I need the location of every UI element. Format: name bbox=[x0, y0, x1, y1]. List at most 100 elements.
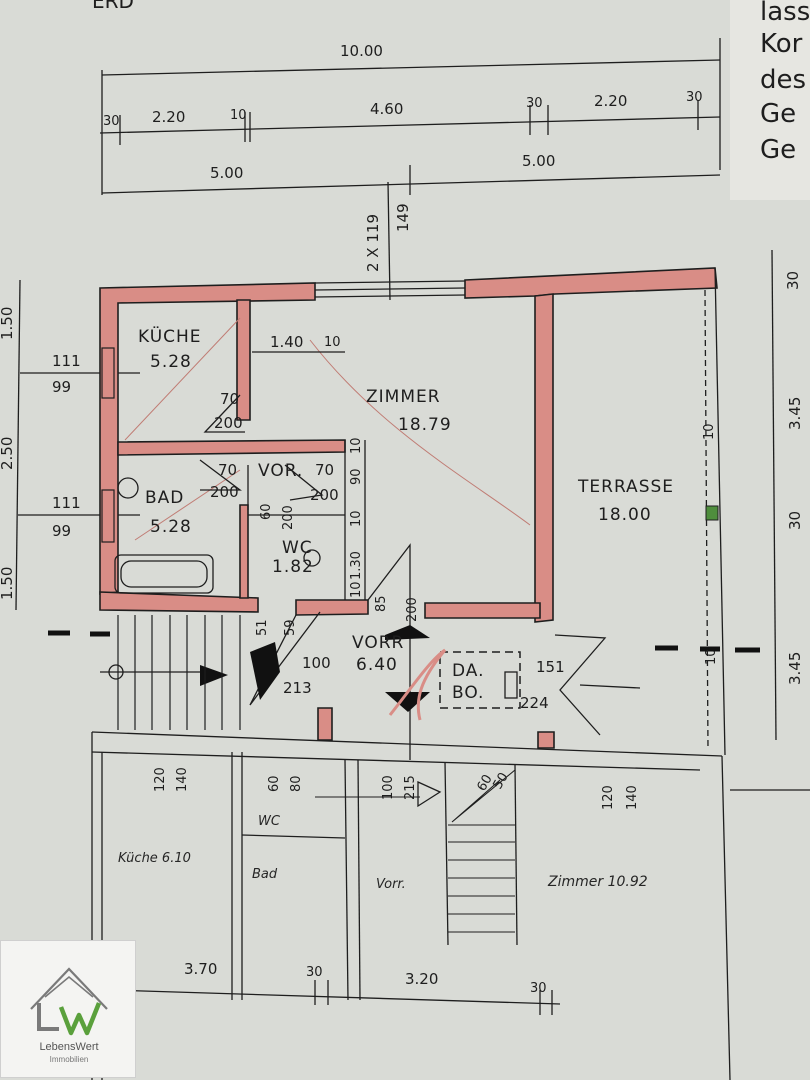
lower-dim: 120 bbox=[601, 785, 616, 810]
left-edge-dim: 2.50 bbox=[0, 437, 16, 470]
bottom-dim: 30 bbox=[530, 981, 547, 996]
side-line: des bbox=[760, 65, 806, 95]
lower-dim: 80 bbox=[289, 775, 304, 792]
dim-seg: 30 bbox=[526, 96, 543, 111]
dim-seg: 2.20 bbox=[594, 92, 627, 110]
dim-right-col: 1.30 bbox=[349, 551, 364, 580]
lower-dim: 60 bbox=[267, 775, 282, 792]
left-edge-dim: 1.50 bbox=[0, 567, 16, 600]
side-line: Ge bbox=[760, 99, 796, 129]
pencil-marks bbox=[124, 317, 531, 541]
header-top-left: ERD bbox=[92, 0, 134, 13]
lower-dim: 215 bbox=[403, 775, 418, 800]
room-area-wc: 1.82 bbox=[272, 557, 314, 577]
room-name-dabo-2: BO. bbox=[452, 683, 484, 703]
left-dim-line bbox=[15, 279, 21, 611]
walls bbox=[99, 267, 718, 749]
room-name-wc: WC bbox=[282, 538, 313, 558]
dim-door2b: 70 bbox=[315, 461, 334, 479]
bathtub bbox=[114, 554, 214, 594]
lower-dim: 60 bbox=[474, 772, 495, 794]
dim-seg: 30 bbox=[686, 90, 703, 105]
room-area-kueche: 5.28 bbox=[150, 352, 192, 372]
stairs-indoor bbox=[315, 769, 516, 933]
dim-vorr: 85 bbox=[374, 595, 389, 612]
right-edge-dim: 3.45 bbox=[786, 397, 804, 430]
left-edge-dim: 1.50 bbox=[0, 307, 16, 340]
dim-door2b: 200 bbox=[310, 486, 339, 504]
side-windows bbox=[101, 347, 115, 543]
dabo-box bbox=[439, 651, 521, 709]
dim-wc-side: 200 bbox=[281, 505, 296, 530]
logo-sub: Immobilien bbox=[49, 1055, 89, 1064]
dim-right-col: 10 bbox=[349, 581, 364, 598]
dim-overall: 10.00 bbox=[340, 42, 383, 60]
room-name-kueche: KÜCHE bbox=[138, 325, 202, 347]
lower-room: Zimmer 10.92 bbox=[547, 874, 648, 890]
dim-door1: 70 bbox=[220, 390, 239, 408]
bath-window-dim-top: 111 bbox=[52, 494, 81, 512]
bottom-dim: 3.20 bbox=[405, 970, 438, 988]
stair-arrows bbox=[200, 625, 430, 712]
dim-door2a: 200 bbox=[210, 483, 239, 501]
lower-dim: 50 bbox=[490, 770, 511, 792]
dim-seg: 2.20 bbox=[152, 108, 185, 126]
door-symbols bbox=[199, 394, 641, 760]
washbasin bbox=[117, 477, 139, 499]
house-logo-icon bbox=[30, 967, 108, 1036]
dim-zimmer-top: 1.40 bbox=[270, 333, 303, 351]
dim-vorr: 51 bbox=[255, 619, 270, 636]
lower-room: WC bbox=[258, 814, 281, 829]
right-edge-dim: 3.45 bbox=[786, 652, 804, 685]
company-logo: LebensWert Immobilien bbox=[0, 940, 136, 1078]
dim-seg: 4.60 bbox=[370, 100, 403, 118]
bottom-dim: 3.70 bbox=[184, 960, 217, 978]
side-line: Ge bbox=[760, 135, 796, 165]
room-area-zimmer: 18.79 bbox=[398, 415, 452, 435]
top-window bbox=[314, 280, 466, 298]
room-name-zimmer: ZIMMER bbox=[366, 387, 441, 407]
side-text: lass Kor des Ge Ge bbox=[760, 0, 810, 165]
dabo-hatch bbox=[504, 671, 518, 699]
room-name-vorr: VORR bbox=[352, 633, 404, 653]
stairs-outdoor bbox=[100, 615, 241, 730]
dim-vorr: 224 bbox=[520, 694, 549, 712]
lower-dim: 100 bbox=[381, 775, 396, 800]
paper-margin bbox=[730, 0, 810, 200]
right-edge-dim: 30 bbox=[786, 511, 804, 530]
dim-vorr: 100 bbox=[302, 654, 331, 672]
logo-name: LebensWert bbox=[39, 1041, 99, 1053]
dim-vorr: 59 bbox=[283, 619, 298, 636]
bath-window-dim-bottom: 99 bbox=[52, 522, 71, 540]
window-dim-line bbox=[387, 181, 391, 301]
bottom-dim: 30 bbox=[306, 965, 323, 980]
lower-arrow bbox=[417, 780, 442, 808]
toilet bbox=[303, 549, 321, 567]
right-dim-line bbox=[771, 249, 777, 741]
room-name-bad: BAD bbox=[145, 488, 184, 508]
lower-room: Vorr. bbox=[376, 877, 406, 892]
red-marker-stroke bbox=[388, 648, 447, 721]
room-area-bad: 5.28 bbox=[150, 517, 192, 537]
room-name-vor: VOR. bbox=[258, 461, 303, 481]
window-dim: 2 X 119 bbox=[364, 214, 382, 272]
dim-zimmer-top: 10 bbox=[324, 335, 341, 350]
dim-door1: 200 bbox=[214, 414, 243, 432]
dim-right-col: 10 bbox=[349, 437, 364, 454]
dim-seg: 10 bbox=[230, 108, 247, 123]
room-area-terrasse: 18.00 bbox=[598, 505, 652, 525]
dim-vorr: 213 bbox=[283, 679, 312, 697]
room-name-terrasse: TERRASSE bbox=[577, 477, 674, 497]
lower-room: Küche 6.10 bbox=[118, 851, 191, 866]
right-mark: 10 bbox=[702, 423, 717, 440]
side-line: Kor bbox=[760, 29, 803, 59]
room-name-dabo-1: DA. bbox=[452, 661, 485, 681]
lower-dim: 140 bbox=[175, 767, 190, 792]
section-axis bbox=[48, 630, 760, 653]
dim-vorr: 151 bbox=[536, 658, 565, 676]
right-edge-dim: 30 bbox=[784, 271, 802, 290]
dim-half: 5.00 bbox=[522, 152, 555, 170]
dim-door2a: 70 bbox=[218, 461, 237, 479]
top-dimension-lines bbox=[99, 38, 721, 195]
